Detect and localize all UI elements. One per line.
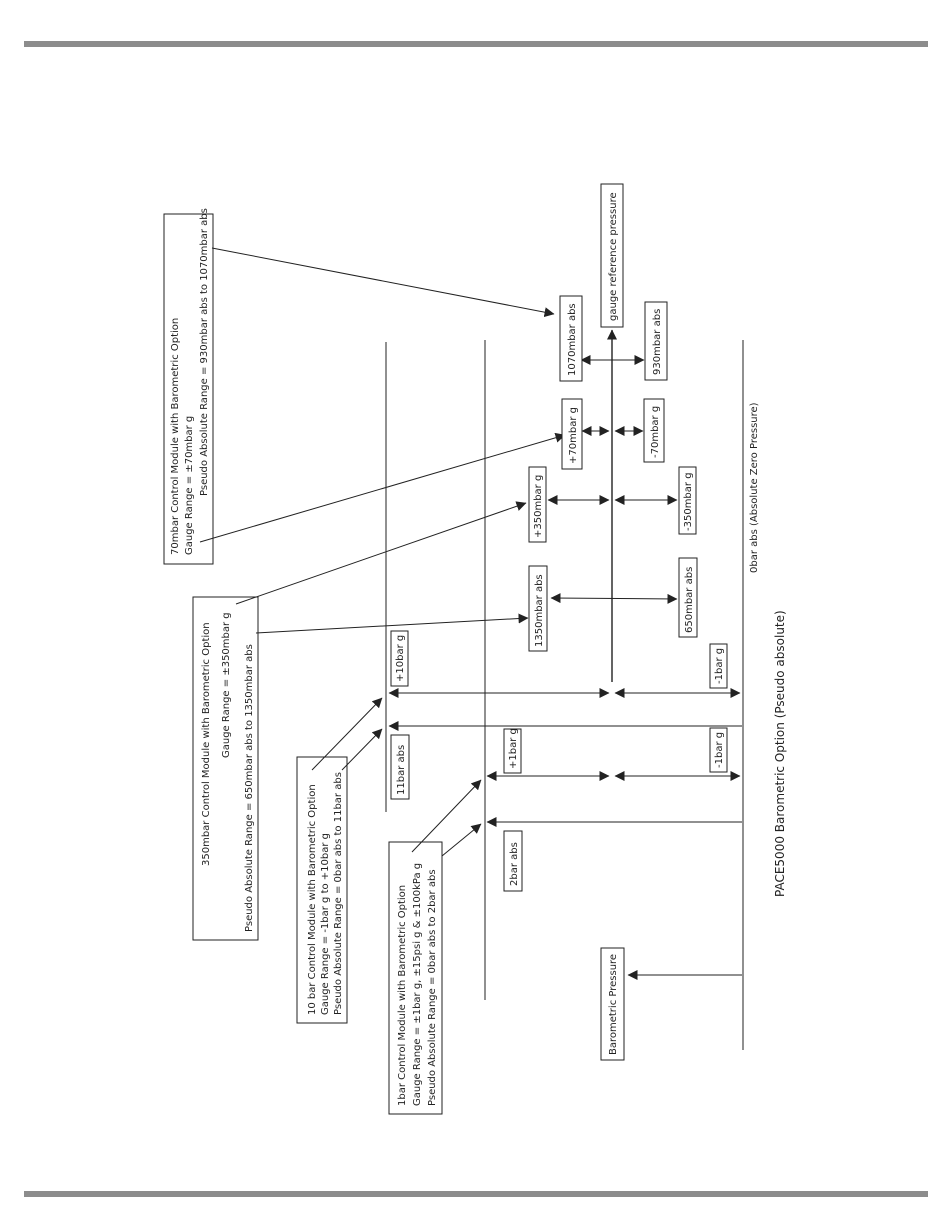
module-70mbar-title: 70mbar Control Module with Barometric Op… <box>170 318 181 555</box>
label-930mbar-abs-text: 930mbar abs <box>652 309 663 375</box>
label-650mbar-abs-text: 650mbar abs <box>684 567 695 633</box>
label-plus10bar-g: +10bar g <box>390 630 409 687</box>
label-2bar-abs: 2bar abs <box>503 830 523 892</box>
label-1070mbar-abs-text: 1070mbar abs <box>567 303 578 376</box>
label-minus1bar-g-10bar-text: -1bar g <box>714 648 725 684</box>
label-1350mbar-abs: 1350mbar abs <box>528 565 548 652</box>
callout-350-abs-arrow <box>255 613 529 634</box>
module-10bar-title: 10 bar Control Module with Barometric Op… <box>307 784 318 1015</box>
label-plus10bar-g-text: +10bar g <box>395 635 406 682</box>
module-70mbar-box: 70mbar Control Module with Barometric Op… <box>163 208 214 565</box>
module-350mbar-title: 350mbar Control Module with Barometric O… <box>201 622 212 866</box>
callout-350-gauge-arrow <box>235 501 527 605</box>
label-minus1bar-g-10bar: -1bar g <box>709 643 728 689</box>
module-1bar-title: 1bar Control Module with Barometric Opti… <box>397 885 408 1106</box>
label-plus70mbar-g-text: +70mbar g <box>568 407 579 464</box>
label-minus350mbar-g-text: -350mbar g <box>683 472 694 531</box>
callout-70-gauge-arrow <box>199 432 566 543</box>
label-minus1bar-g-1bar: -1bar g <box>709 727 728 773</box>
label-11bar-abs-text: 11bar abs <box>396 745 407 795</box>
top-rule <box>24 41 928 47</box>
label-plus70mbar-g: +70mbar g <box>561 398 583 470</box>
callout-1-abs-arrow <box>441 823 482 857</box>
label-barometric-pressure: Barometric Pressure <box>600 947 625 1061</box>
module-1bar-abs: Pseudo Absolute Range = 0bar abs to 2bar… <box>427 869 438 1106</box>
label-gauge-reference: gauge reference pressure <box>600 183 624 328</box>
label-11bar-abs: 11bar abs <box>390 734 410 800</box>
module-10bar-gauge: Gauge Range = -1bar g to +10bar g <box>320 833 331 1015</box>
label-minus350mbar-g: -350mbar g <box>678 466 697 535</box>
range-1350-650-arrow <box>550 593 678 604</box>
module-10bar-abs: Pseudo Absolute Range = 0bar abs to 11ba… <box>333 772 344 1015</box>
module-70mbar-gauge: Gauge Range = ±70mbar g <box>184 416 195 555</box>
module-350mbar-box: 350mbar Control Module with Barometric O… <box>192 596 259 941</box>
module-10bar-box: 10 bar Control Module with Barometric Op… <box>296 756 348 1024</box>
module-1bar-gauge: Gauge Range = ±1bar g, ±15psi g & ±100kP… <box>412 863 423 1106</box>
label-plus350mbar-g: +350mbar g <box>528 466 547 543</box>
label-minus1bar-g-1bar-text: -1bar g <box>714 732 725 768</box>
label-1070mbar-abs: 1070mbar abs <box>559 295 583 382</box>
figure-caption: PACE5000 Barometric Option (Pseudo absol… <box>773 610 787 897</box>
label-absolute-zero: 0bar abs (Absolute Zero Pressure) <box>749 402 760 573</box>
label-1350mbar-abs-text: 1350mbar abs <box>534 574 545 647</box>
label-plus1bar-g: +1bar g <box>503 728 522 774</box>
module-1bar-box: 1bar Control Module with Barometric Opti… <box>388 841 443 1115</box>
label-2bar-abs-text: 2bar abs <box>509 842 520 886</box>
label-barometric-pressure-text: Barometric Pressure <box>608 954 619 1055</box>
label-minus70mbar-g-text: -70mbar g <box>650 406 661 458</box>
module-350mbar-gauge: Gauge Range = ±350mbar g <box>221 612 232 758</box>
module-350mbar-abs: Pseudo Absolute Range = 650mbar abs to 1… <box>244 644 255 932</box>
module-70mbar-abs: Pseudo Absolute Range = 930mbar abs to 1… <box>199 208 210 496</box>
callout-10-gauge-arrow <box>311 697 383 771</box>
label-plus1bar-g-text: +1bar g <box>508 728 519 769</box>
callout-70-abs-arrow <box>211 247 555 318</box>
label-930mbar-abs: 930mbar abs <box>644 301 668 381</box>
callout-10-abs-arrow <box>341 728 383 771</box>
label-gauge-reference-text: gauge reference pressure <box>608 192 619 321</box>
callout-1-gauge-arrow <box>411 779 482 853</box>
label-plus350mbar-g-text: +350mbar g <box>533 475 544 538</box>
bottom-rule <box>24 1191 928 1197</box>
label-minus70mbar-g: -70mbar g <box>643 398 665 463</box>
label-650mbar-abs: 650mbar abs <box>678 557 698 638</box>
